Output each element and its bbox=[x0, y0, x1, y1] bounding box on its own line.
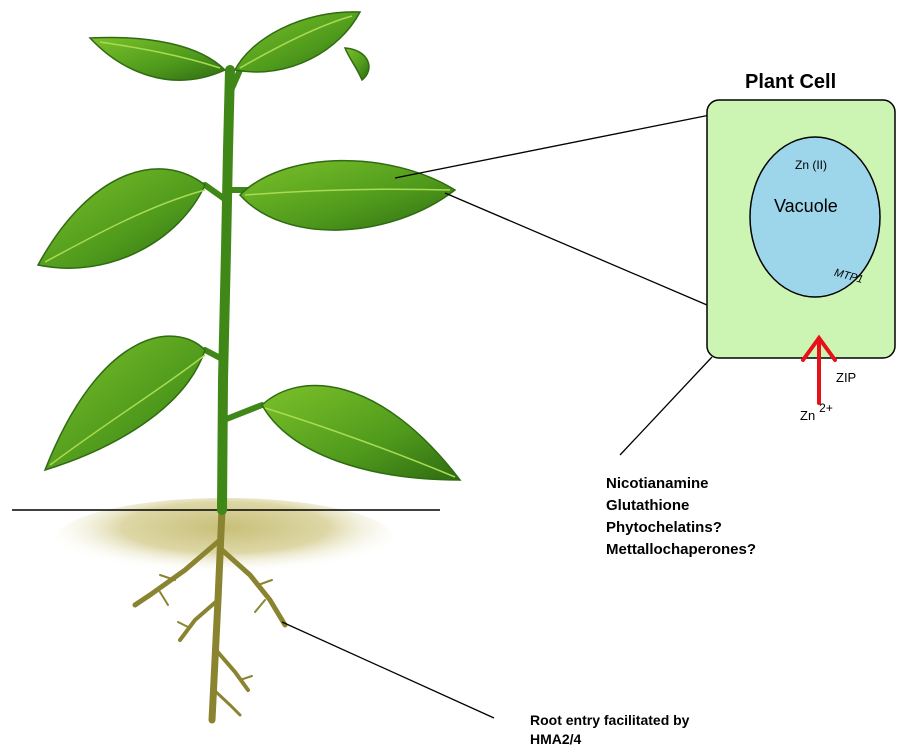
leaf-lower-left bbox=[45, 336, 205, 470]
connector-cytoplasm bbox=[620, 357, 712, 455]
leaf-top-right bbox=[235, 12, 360, 72]
chelator-item: Mettallochaperones? bbox=[606, 541, 756, 558]
root-note-line: Root entry facilitated by bbox=[530, 712, 690, 728]
leaf-curl bbox=[345, 48, 369, 80]
zn-ion-text: Zn bbox=[800, 408, 815, 423]
leaf-middle-right bbox=[240, 161, 455, 230]
connector-root bbox=[282, 622, 494, 718]
zn-ion-charge: 2+ bbox=[819, 401, 833, 415]
stem bbox=[205, 70, 262, 510]
chelator-item: Glutathione bbox=[606, 497, 689, 514]
zn-ii-label: Zn (II) bbox=[795, 158, 827, 172]
connector-leaf-bottom bbox=[445, 193, 707, 305]
root-note-line: HMA2/4 bbox=[530, 731, 582, 747]
root-note: Root entry facilitated by HMA2/4 bbox=[530, 712, 690, 747]
vacuole-label: Vacuole bbox=[774, 196, 838, 216]
cell-title: Plant Cell bbox=[745, 71, 836, 93]
connector-leaf-top bbox=[395, 115, 710, 178]
zip-label: ZIP bbox=[836, 370, 856, 385]
zn-ion-label: Zn 2+ bbox=[800, 401, 833, 423]
chelator-item: Phytochelatins? bbox=[606, 519, 722, 536]
leaf-middle-left bbox=[38, 169, 205, 268]
chelator-list: Nicotianamine Glutathione Phytochelatins… bbox=[606, 475, 756, 558]
leaf-lower-right bbox=[262, 386, 460, 480]
chelator-item: Nicotianamine bbox=[606, 475, 709, 492]
